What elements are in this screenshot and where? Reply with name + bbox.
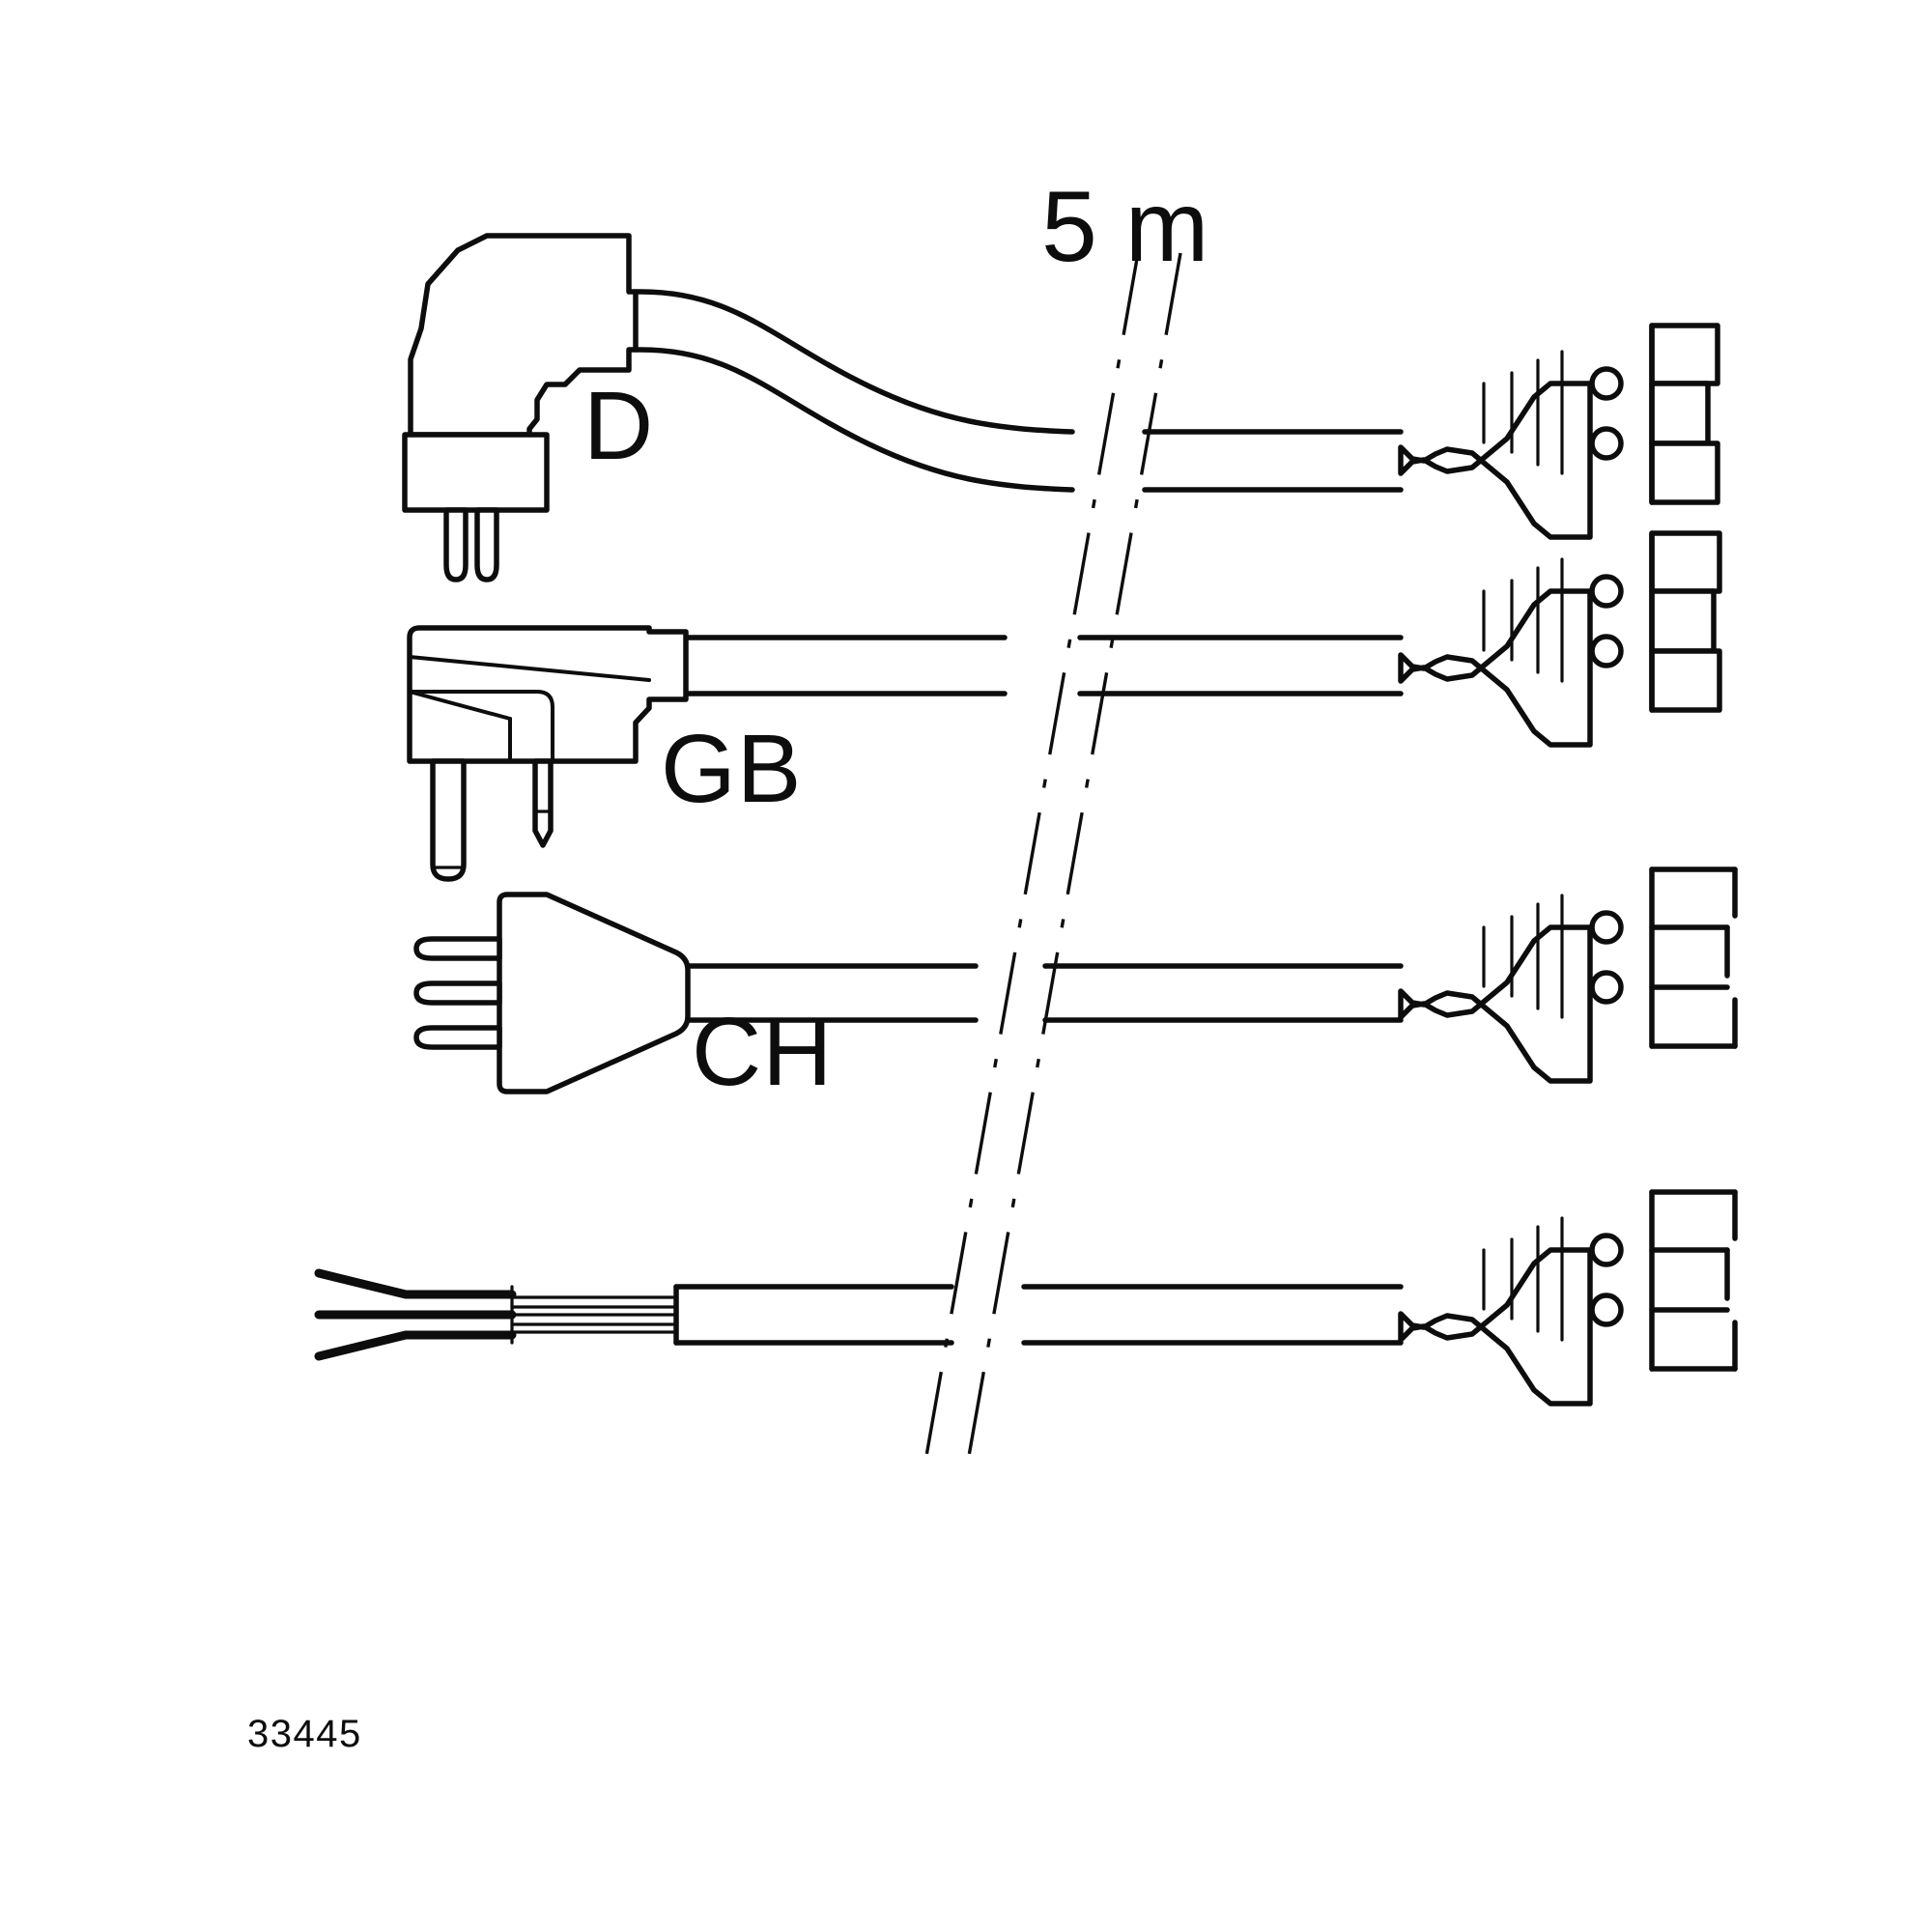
connector-row-ch xyxy=(1398,867,1738,1084)
row-ch-assembly: CH xyxy=(413,867,1738,1106)
row-d-cable xyxy=(633,289,1404,493)
row-bare-assembly xyxy=(314,1189,1738,1406)
uk-line-pin xyxy=(532,758,554,848)
contact-hole-lower xyxy=(1589,634,1624,668)
row-gb-assembly: GB xyxy=(407,530,1722,882)
row-bare-cable xyxy=(673,1284,1404,1346)
swiss-pin-2 xyxy=(413,980,502,1006)
row-gb-cable xyxy=(683,635,1404,696)
wire-end-top xyxy=(314,1268,517,1299)
uk-plug-gb xyxy=(407,625,689,882)
contact-hole-upper xyxy=(1589,366,1624,401)
contact-hole-lower xyxy=(1589,1293,1624,1327)
break-line-right xyxy=(963,252,1182,1479)
stripped-wire-ends xyxy=(314,1268,517,1361)
connector-row-gb xyxy=(1398,530,1722,748)
inner-conductors xyxy=(510,1295,678,1334)
row-ch-cable xyxy=(685,963,1404,1023)
break-line-left xyxy=(921,252,1140,1479)
contact-hole-lower xyxy=(1589,426,1624,461)
swiss-pin-1 xyxy=(413,936,502,961)
row-d-assembly: D xyxy=(402,233,1720,582)
contact-hole-upper xyxy=(1589,1233,1624,1267)
swiss-pin-3 xyxy=(413,1025,502,1050)
region-label-ch: CH xyxy=(692,998,833,1106)
region-label-d: D xyxy=(583,372,654,480)
figure-number: 33445 xyxy=(247,1713,362,1755)
cable-break-lines xyxy=(921,252,1182,1479)
contact-hole-upper xyxy=(1589,574,1624,609)
uk-earth-pin xyxy=(430,758,467,882)
contact-hole-lower xyxy=(1589,970,1624,1005)
swiss-plug-ch xyxy=(413,892,691,1094)
schuko-pin-right xyxy=(474,507,499,582)
wire-end-bottom xyxy=(314,1330,517,1361)
dimension-label-5m: 5 m xyxy=(1041,171,1208,283)
schuko-plug-d xyxy=(402,233,639,582)
contact-hole-upper xyxy=(1589,910,1624,945)
region-label-gb: GB xyxy=(661,715,802,823)
connector-row-bare xyxy=(1398,1189,1738,1406)
connector-row-d xyxy=(1398,323,1720,540)
schuko-pin-left xyxy=(443,507,469,582)
